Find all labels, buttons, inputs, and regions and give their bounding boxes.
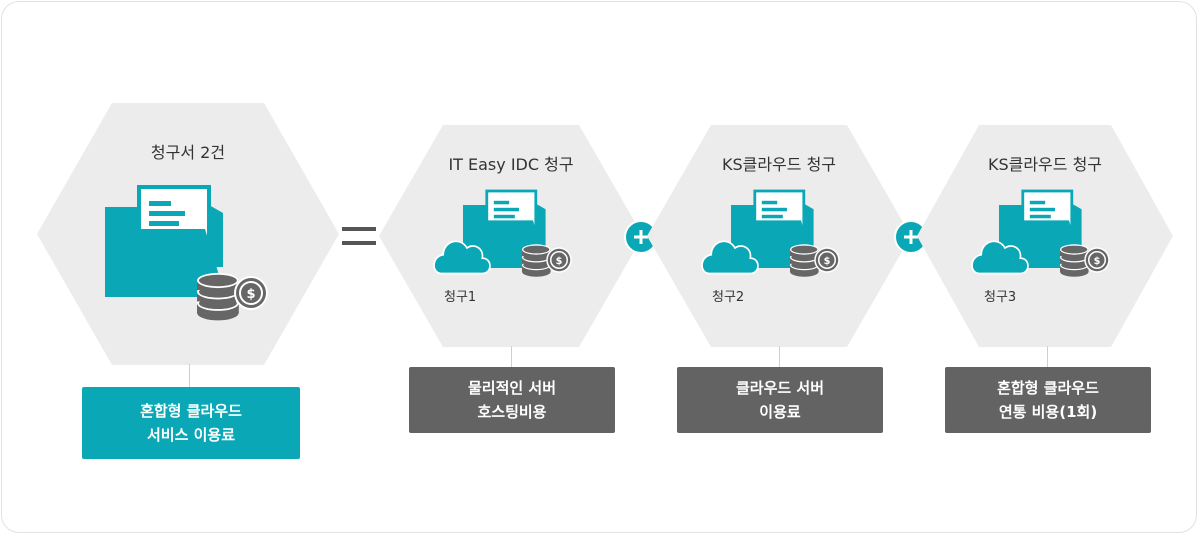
bill-3-box-line1: 혼합형 클라우드 [997, 379, 1099, 397]
bill-3-label: 청구3 [984, 290, 1017, 305]
total-box-line2: 서비스 이용료 [146, 426, 236, 444]
total-title: 청구서 2건 [150, 143, 226, 162]
bill-2-title: KS클라우드 청구 [721, 155, 837, 174]
bill-2-connector [779, 346, 780, 368]
bill-1-title: IT Easy IDC 청구 [448, 155, 574, 174]
bill-2-label: 청구2 [712, 290, 745, 305]
bill-3-hexagon: KS클라우드 청구 청구3 [917, 125, 1173, 347]
bill-3-connector [1047, 346, 1048, 368]
total-box-line1: 혼합형 클라우드 [140, 402, 242, 420]
bill-2-box-line2: 이용료 [759, 403, 801, 421]
bill-1-hexagon: IT Easy IDC 청구 청구1 [379, 125, 643, 347]
coin-stack-icon [197, 272, 239, 321]
bill-1-connector [511, 346, 512, 368]
bill-1-box-line2: 호스팅비용 [477, 403, 547, 421]
bill-1-box: 물리적인 서버 호스팅비용 [409, 367, 615, 433]
bill-3-box-line2: 연통 비용(1회) [998, 403, 1098, 421]
total-connector [189, 364, 190, 388]
bill-2-box: 클라우드 서버 이용료 [677, 367, 883, 433]
dollar-coin-icon [233, 275, 269, 311]
bill-1-label: 청구1 [444, 290, 477, 305]
total-summary-box: 혼합형 클라우드 서비스 이용료 [82, 387, 300, 459]
bill-3-title: KS클라우드 청구 [987, 155, 1103, 174]
bill-1-box-line1: 물리적인 서버 [467, 379, 557, 397]
bill-3-box: 혼합형 클라우드 연통 비용(1회) [945, 367, 1151, 433]
bill-2-hexagon: KS클라우드 청구 청구2 [647, 125, 911, 347]
dollar-coin-icon [545, 246, 573, 274]
equals-operator [342, 227, 376, 245]
bill-2-box-line1: 클라우드 서버 [735, 379, 825, 397]
dollar-coin-icon [1083, 246, 1111, 274]
total-hexagon: 청구서 2건 [37, 103, 339, 365]
dollar-coin-icon [813, 246, 841, 274]
plus-operator [894, 220, 928, 254]
